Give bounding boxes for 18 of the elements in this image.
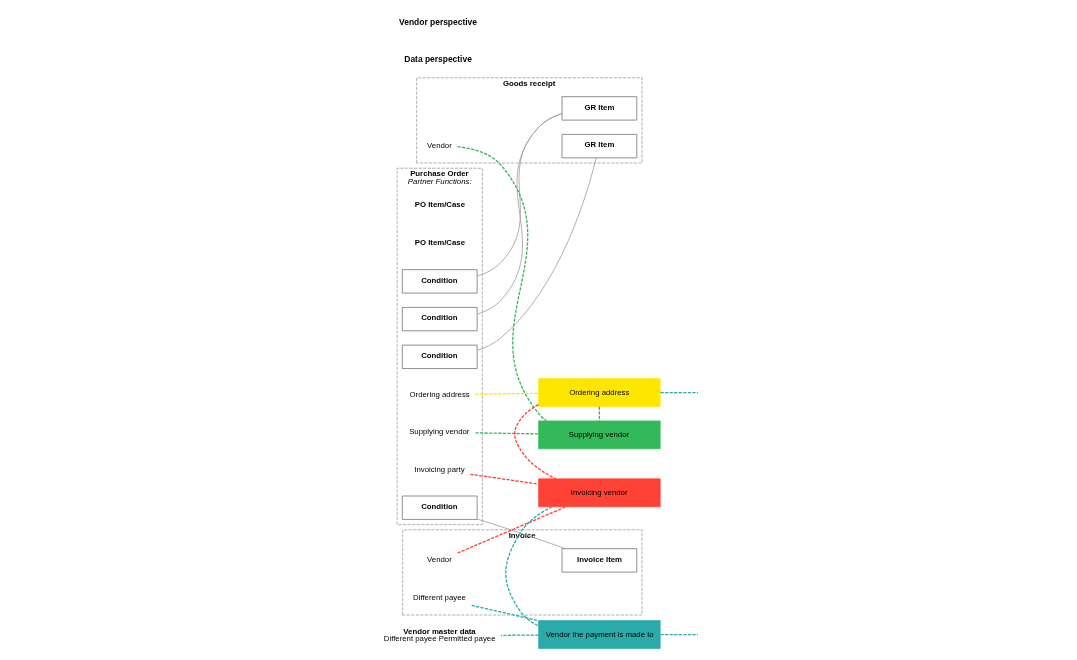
connector xyxy=(474,432,540,435)
connector xyxy=(457,506,567,554)
connector xyxy=(476,113,563,315)
connector xyxy=(471,604,539,622)
connector xyxy=(476,113,563,277)
connector xyxy=(474,392,539,395)
connector xyxy=(514,403,557,480)
connector xyxy=(598,406,601,422)
label: Vendor perspective xyxy=(399,16,477,27)
connector xyxy=(659,391,699,394)
connector xyxy=(476,157,597,351)
connector xyxy=(659,633,699,636)
connector xyxy=(476,518,566,549)
connector xyxy=(457,146,548,422)
connector xyxy=(500,634,540,636)
connector xyxy=(505,506,553,627)
connector xyxy=(469,473,540,485)
label: Data perspective xyxy=(404,54,472,65)
